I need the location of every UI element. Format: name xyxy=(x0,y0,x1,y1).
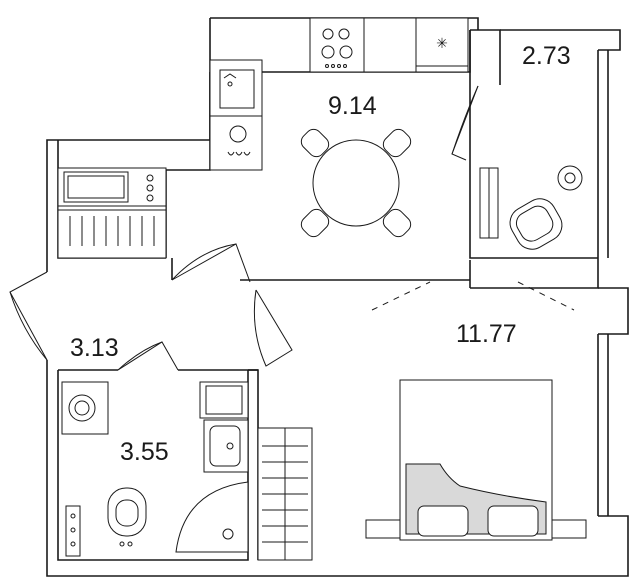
outer-walls xyxy=(46,17,629,577)
kitchen-sink xyxy=(209,59,263,117)
bathroom-fixtures xyxy=(61,381,249,557)
bed xyxy=(365,379,587,541)
balcony-area-label: 2.73 xyxy=(522,42,571,70)
bedroom-area-label: 11.77 xyxy=(456,320,517,348)
bathroom-area-label: 3.55 xyxy=(120,438,169,466)
kitchen-counter: ✳ xyxy=(309,17,469,73)
hallway-area-label: 3.13 xyxy=(70,334,119,362)
snowflake-icon: ✳ xyxy=(436,36,448,52)
doors xyxy=(9,85,479,371)
kitchen-washer xyxy=(209,115,263,171)
hallway-wardrobe xyxy=(57,167,167,259)
balcony-furniture xyxy=(479,165,583,250)
kitchen-area-label: 9.14 xyxy=(328,92,377,120)
dining-table xyxy=(300,128,412,238)
bedroom-wardrobe xyxy=(257,427,313,561)
